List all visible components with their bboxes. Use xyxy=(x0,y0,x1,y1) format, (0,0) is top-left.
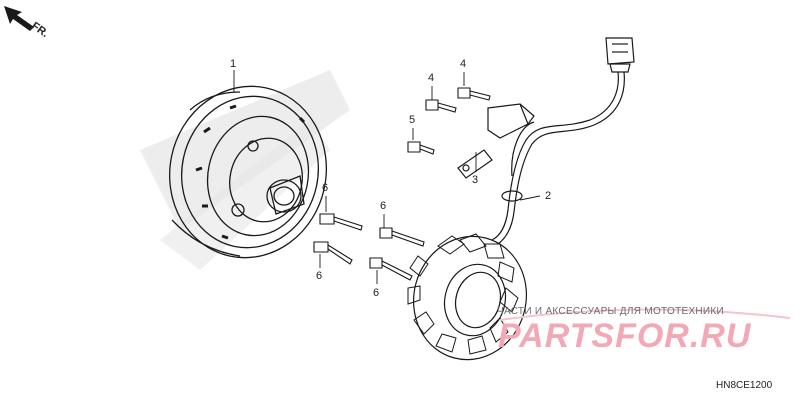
callout-part-4-upper: 4 xyxy=(460,58,467,70)
stator xyxy=(407,233,528,361)
callout-part-6-c: 6 xyxy=(316,270,323,282)
watermark-swoosh xyxy=(499,308,791,321)
callout-part-1: 1 xyxy=(230,58,237,70)
diagram-code: HN8CE1200 xyxy=(716,380,773,391)
callout-part-2: 2 xyxy=(545,190,552,202)
wire-harness xyxy=(491,37,635,245)
leader-lines xyxy=(233,70,541,284)
bolts xyxy=(313,87,491,281)
watermark-caption: ЧАСТИ И АКСЕССУАРЫ ДЛЯ МОТОТЕХНИКИ xyxy=(497,306,725,317)
background-brand-logo xyxy=(140,70,350,270)
callout-part-6-b: 6 xyxy=(380,200,387,212)
callout-part-5: 5 xyxy=(409,114,416,126)
pulse-generator xyxy=(457,103,535,179)
callout-part-3: 3 xyxy=(472,174,479,186)
callout-part-6-a: 6 xyxy=(322,182,329,194)
watermark-logo: PARTSFOR.RU xyxy=(498,317,752,355)
front-direction-arrow-icon xyxy=(4,6,34,31)
callout-part-4-lower: 4 xyxy=(428,72,435,84)
callout-part-6-d: 6 xyxy=(373,287,380,299)
flywheel xyxy=(168,85,328,259)
